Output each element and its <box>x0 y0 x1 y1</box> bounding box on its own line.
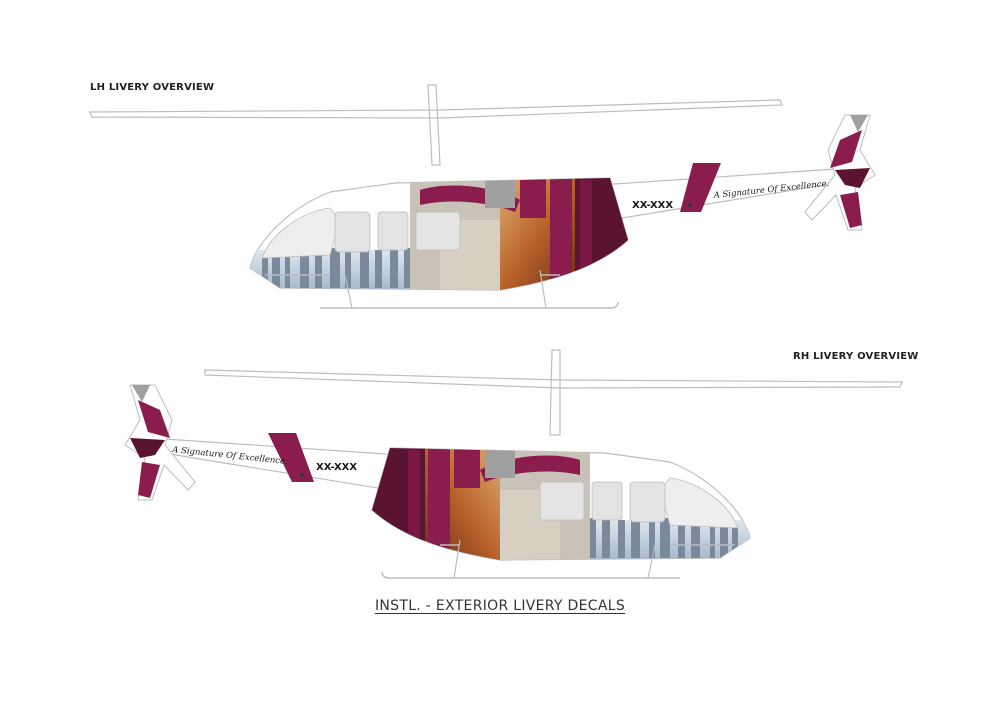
tail-fin <box>124 384 196 501</box>
cabin-windows <box>261 207 461 259</box>
registration-mark: XX-XXX <box>316 462 357 473</box>
main-rotor-blade <box>204 369 903 389</box>
tail-fin <box>804 114 876 231</box>
rotor-mast <box>549 349 561 436</box>
horizontal-stabilizer <box>268 433 314 482</box>
landing-skids <box>381 544 735 579</box>
rh-livery-overview-label: RH LIVERY OVERVIEW <box>793 351 919 362</box>
rh-helicopter-drawing: XX-XXX A Signature Of Excellence. <box>124 349 903 579</box>
cabin-windows <box>539 477 739 529</box>
rotor-mast <box>427 84 441 166</box>
main-rotor-blade <box>89 99 783 119</box>
registration-mark: XX-XXX <box>632 200 673 211</box>
lh-helicopter-drawing: XX-XXX A Signature Of Excellence. <box>89 84 876 309</box>
horizontal-stabilizer <box>680 163 721 212</box>
lh-livery-overview-label: LH LIVERY OVERVIEW <box>90 82 215 93</box>
drawing-caption: INSTL. - EXTERIOR LIVERY DECALS <box>374 598 626 614</box>
landing-skids <box>265 274 619 309</box>
